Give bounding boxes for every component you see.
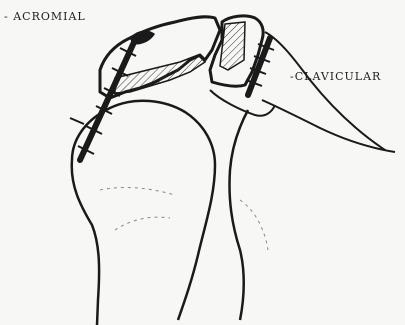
glenoid-outline: [229, 110, 248, 320]
humeral-shaft-left: [72, 160, 99, 325]
clavicle-shaft: [265, 32, 385, 150]
scapula-neck: [210, 90, 275, 116]
bone-contours: [100, 188, 268, 250]
clavicle-hatched-region: [220, 22, 245, 70]
